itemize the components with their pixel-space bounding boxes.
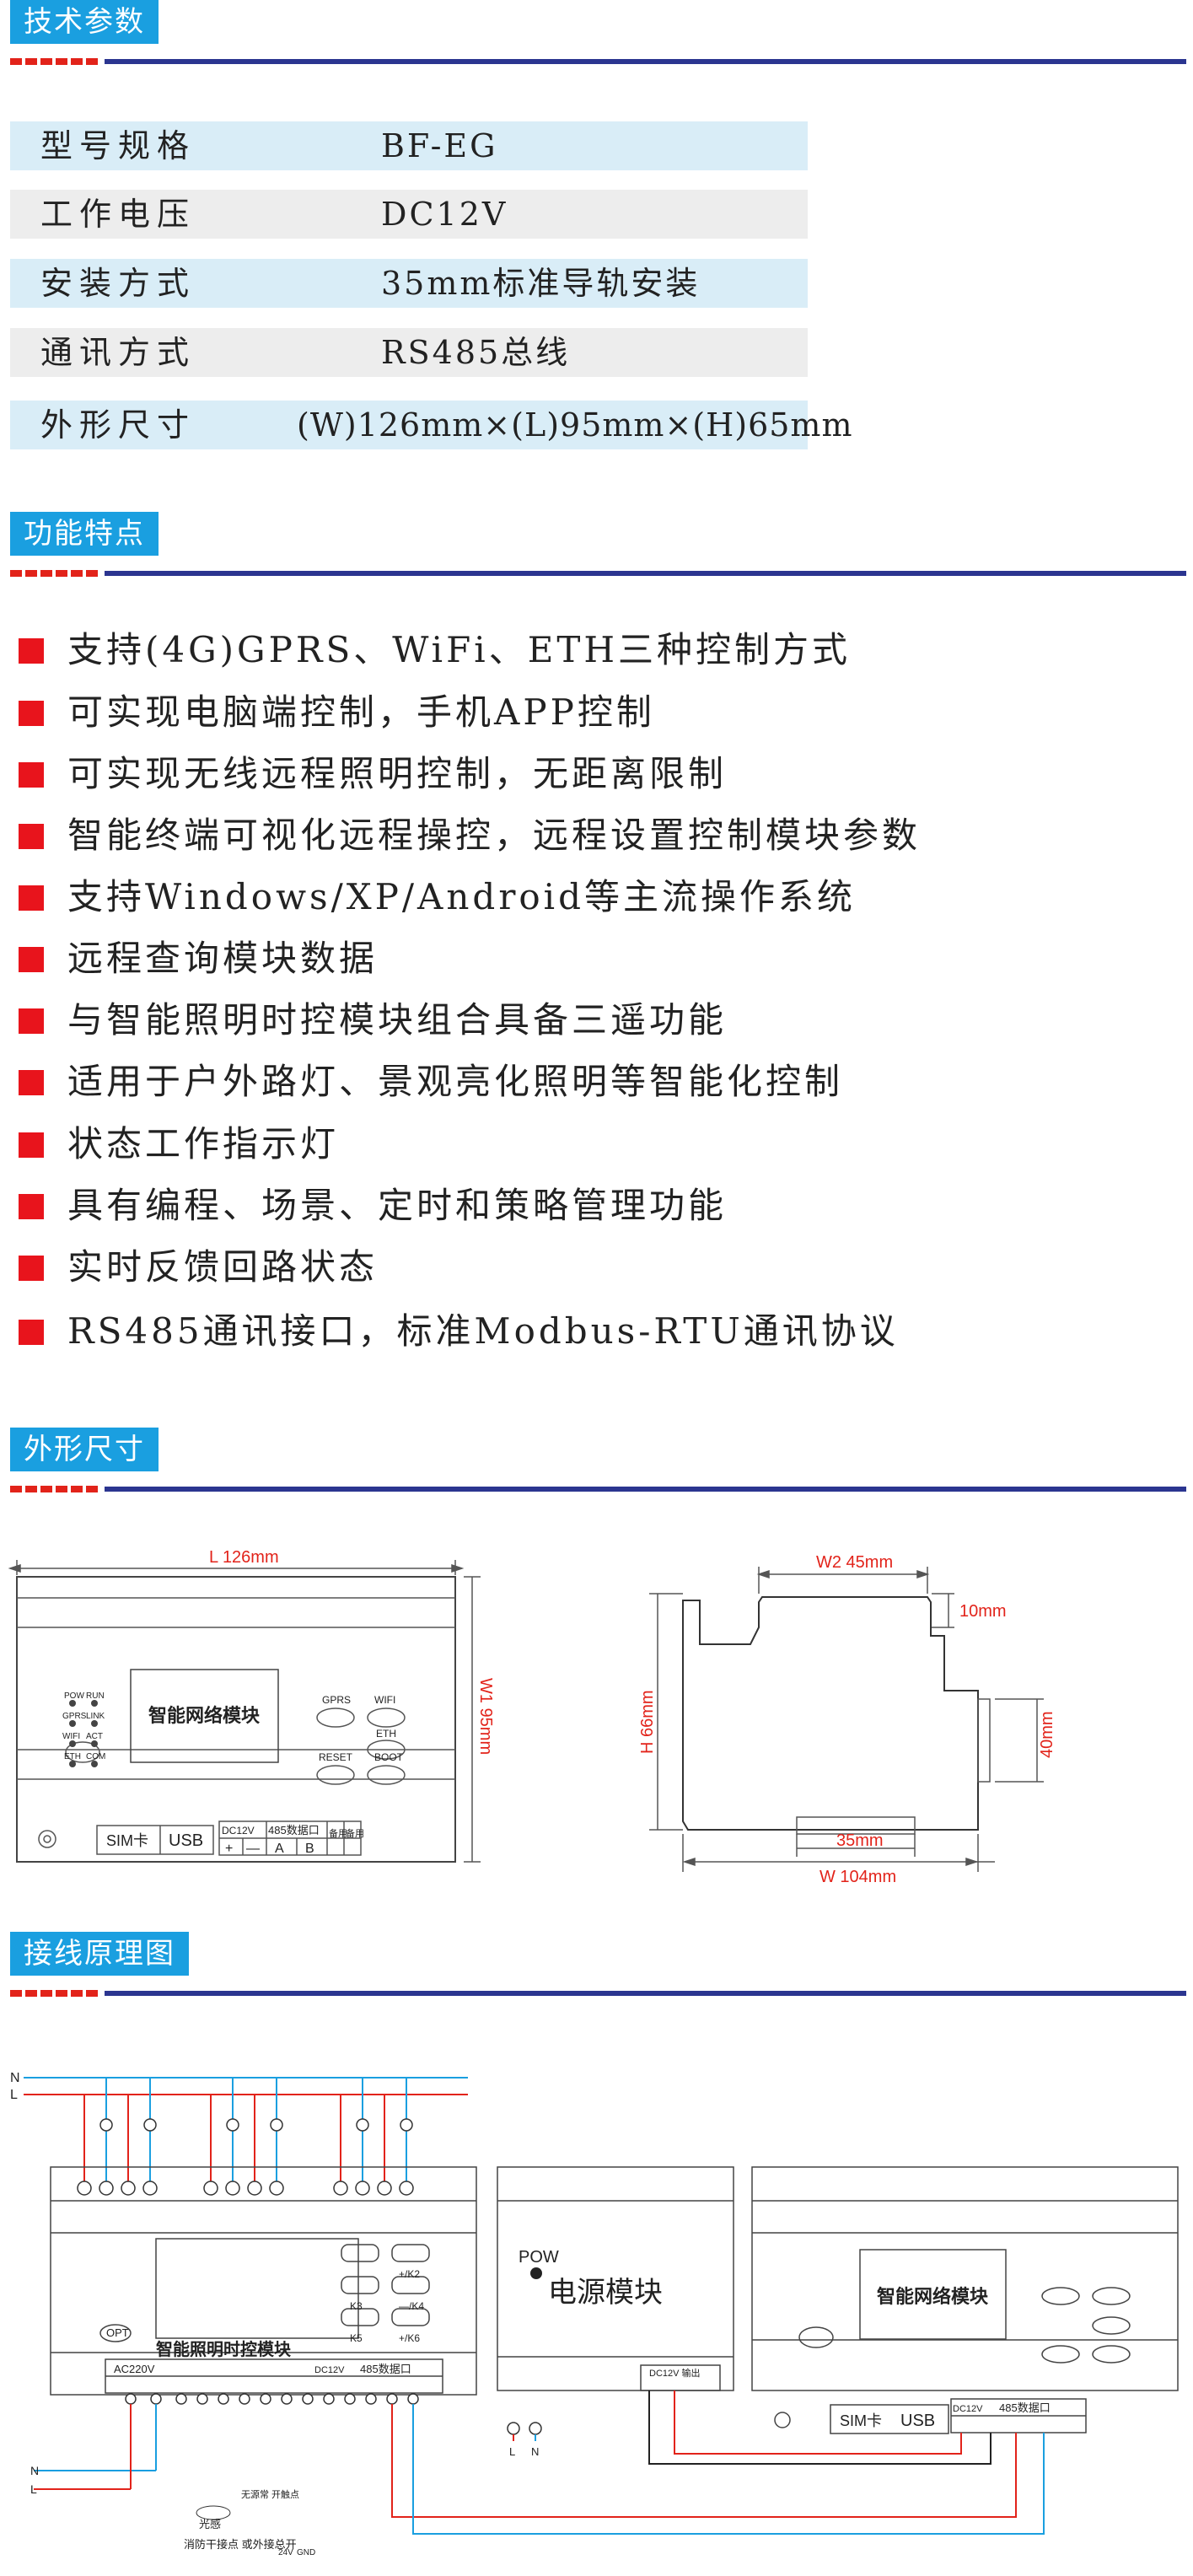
bullet-square-icon	[19, 701, 44, 726]
wiring-diagram: N L 智能	[10, 2071, 1179, 2557]
dim-l-label: L 126mm	[209, 1548, 279, 1567]
section-rule	[10, 58, 1186, 65]
led-label: ETH	[64, 1752, 81, 1761]
led-label: LINK	[86, 1712, 105, 1721]
dc12v-out-label: DC12V 输出	[649, 2367, 701, 2379]
input-n-label: N	[30, 2464, 39, 2477]
spec-key: 型号规格	[40, 127, 196, 164]
side-view-drawing: W2 45mm 10mm H 66mm 40mm 35mm W 104mm	[638, 1553, 1056, 1886]
dim-10-label: 10mm	[959, 1602, 1007, 1621]
bullet-square-icon	[19, 1132, 44, 1158]
spec-value: DC12V	[381, 196, 508, 233]
terminal-label: A	[275, 1842, 284, 1856]
spec-value: RS485总线	[381, 334, 571, 371]
terminal-label: B	[305, 1842, 314, 1856]
bullet-square-icon	[19, 885, 44, 911]
spare-label: 备用	[346, 1827, 364, 1839]
usb-label: USB	[900, 2412, 935, 2430]
bus-l-label: L	[10, 2088, 18, 2102]
spec-value: 35mm标准导轨安装	[381, 265, 701, 302]
rs485-label: 485数据口	[360, 2363, 411, 2375]
section-rule	[10, 570, 1186, 577]
bullet-square-icon	[19, 638, 44, 664]
dc12v-label: DC12V	[222, 1825, 255, 1837]
spec-row-install: 安装方式 35mm标准导轨安装	[10, 259, 808, 308]
spec-key: 通讯方式	[40, 334, 196, 371]
button-label-boot: BOOT	[374, 1751, 404, 1763]
sim-label: SIM卡	[840, 2412, 882, 2429]
bullet-square-icon	[19, 1320, 44, 1345]
led-label: COM	[86, 1752, 105, 1761]
button-label-wifi: WIFI	[374, 1694, 395, 1706]
spare-label: 备用	[329, 1827, 347, 1839]
network-module-title: 智能网络模块	[877, 2286, 989, 2307]
section-title-wiring: 接线原理图	[10, 1932, 189, 1976]
spec-value: BF-EG	[381, 127, 498, 164]
led-label: RUN	[86, 1691, 105, 1701]
front-view-drawing: L 126mm W1 95mm 智能网络模块 POW RUN GPRS LINK…	[8, 1548, 495, 1863]
bus-n-label: N	[10, 2071, 20, 2085]
dim-35-label: 35mm	[836, 1831, 884, 1850]
led-label: GPRS	[62, 1712, 87, 1721]
spec-key: 外形尺寸	[40, 406, 196, 444]
key-label: —/K4	[399, 2300, 424, 2312]
spec-row-size: 外形尺寸 (W)126mm×(L)95mm×(H)65mm	[10, 401, 852, 449]
led-label: ACT	[86, 1732, 103, 1741]
power-module-title: 电源模块	[548, 2277, 663, 2309]
ac220v-label: AC220V	[114, 2363, 155, 2375]
dim-40-label: 40mm	[1038, 1711, 1056, 1758]
terminal-label: —	[246, 1842, 260, 1856]
key-label: +/K6	[399, 2332, 420, 2344]
button-label-eth: ETH	[376, 1728, 396, 1740]
dim-w1-label: W1 95mm	[476, 1678, 495, 1755]
bullet-square-icon	[19, 762, 44, 788]
bullet-square-icon	[19, 1070, 44, 1095]
button-label-gprs: GPRS	[322, 1694, 351, 1706]
spec-row-model: 型号规格 BF-EG	[10, 121, 808, 170]
bullet-square-icon	[19, 1008, 44, 1034]
power-n-label: N	[531, 2445, 539, 2458]
rs485-label: 485数据口	[999, 2401, 1051, 2414]
dc12v-label: DC12V	[953, 2404, 983, 2414]
section-title-features: 功能特点	[10, 512, 159, 556]
spec-value: (W)126mm×(L)95mm×(H)65mm	[297, 406, 853, 444]
led-label: WIFI	[62, 1732, 80, 1741]
fire-contact-note: 消防干接点 或外接总开	[184, 2538, 297, 2551]
key-label: K5	[350, 2332, 363, 2344]
light-sensor-label: 光感	[199, 2518, 221, 2530]
section-rule	[10, 1990, 1186, 1997]
bullet-square-icon	[19, 1194, 44, 1219]
dim-h-label: H 66mm	[638, 1690, 657, 1754]
led-label: POW	[64, 1691, 84, 1701]
button-label-reset: RESET	[319, 1751, 353, 1763]
bullet-square-icon	[19, 947, 44, 972]
spec-key: 安装方式	[40, 265, 196, 302]
bullet-square-icon	[19, 824, 44, 849]
dc12v-label: DC12V	[314, 2365, 345, 2375]
passive-contact-note: 无源常 开触点	[241, 2488, 299, 2500]
dim-w2-label: W2 45mm	[816, 1553, 893, 1572]
module-name: 智能网络模块	[148, 1705, 261, 1726]
timer-module-title: 智能照明时控模块	[156, 2339, 292, 2359]
input-l-label: L	[30, 2482, 37, 2496]
pow-label: POW	[519, 2248, 559, 2267]
dim-w-label: W 104mm	[820, 1868, 896, 1886]
key-label: +/K2	[399, 2268, 420, 2280]
bullet-square-icon	[19, 1256, 44, 1281]
section-title-specs: 技术参数	[10, 0, 159, 44]
rs485-label: 485数据口	[268, 1824, 320, 1837]
usb-label: USB	[169, 1831, 203, 1850]
key-label: K3	[350, 2300, 363, 2312]
spec-row-comm: 通讯方式 RS485总线	[10, 328, 808, 377]
spec-key: 工作电压	[40, 196, 196, 233]
spec-row-voltage: 工作电压 DC12V	[10, 190, 808, 239]
sim-label: SIM卡	[106, 1832, 148, 1849]
section-title-dimensions: 外形尺寸	[10, 1428, 159, 1471]
v24-label: 24V	[278, 2548, 293, 2557]
power-l-label: L	[509, 2445, 515, 2458]
gnd-label: GND	[297, 2548, 315, 2557]
section-rule	[10, 1486, 1186, 1492]
opt-label: OPT	[106, 2326, 129, 2339]
terminal-label: +	[225, 1842, 233, 1856]
